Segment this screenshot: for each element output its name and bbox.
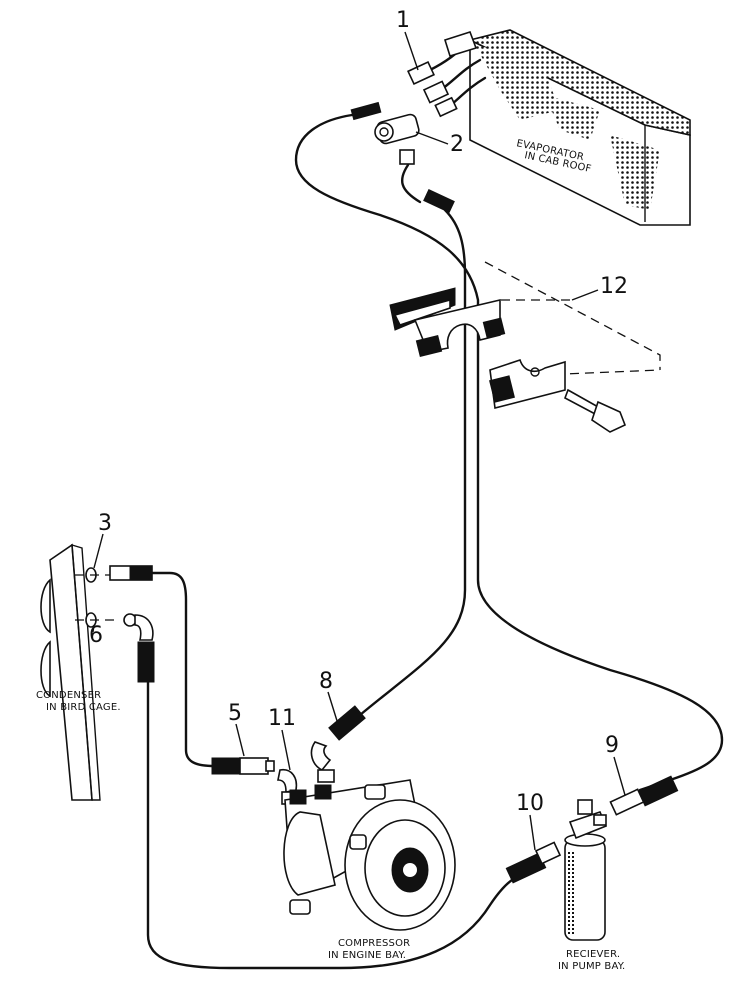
callout-1: 1 bbox=[396, 8, 410, 33]
condenser-caption-line1: CONDENSER bbox=[36, 690, 101, 701]
callout-2: 2 bbox=[450, 132, 464, 157]
hose-condenser-to-compressor bbox=[148, 571, 217, 768]
callout-5: 5 bbox=[228, 701, 242, 726]
fitting-5 bbox=[211, 757, 275, 775]
compressor-caption-line1: COMPRESSOR bbox=[338, 938, 410, 949]
callout-3: 3 bbox=[98, 511, 112, 536]
callout-12: 12 bbox=[600, 274, 628, 299]
hose-evaporator-to-receiver bbox=[294, 113, 724, 792]
callout-8: 8 bbox=[319, 669, 333, 694]
compressor: COMPRESSOR IN ENGINE BAY. bbox=[283, 779, 456, 961]
compressor-caption-line2: IN ENGINE BAY. bbox=[328, 950, 406, 961]
receiver-caption-line2: IN PUMP BAY. bbox=[558, 961, 625, 972]
evaporator-fittings bbox=[407, 31, 487, 118]
callout-9: 9 bbox=[605, 733, 619, 758]
callout-11: 11 bbox=[268, 706, 296, 731]
compressor-fittings bbox=[277, 705, 366, 805]
fitting-9 bbox=[609, 775, 679, 816]
condenser-caption-line2: IN BIRD CAGE. bbox=[46, 702, 121, 713]
hose-clamp bbox=[389, 261, 661, 433]
hose-evaporator-to-compressor bbox=[358, 208, 467, 717]
callout-10: 10 bbox=[516, 791, 544, 816]
callout-6: 6 bbox=[89, 623, 103, 648]
fitting-10 bbox=[505, 841, 562, 884]
expansion-valve bbox=[350, 101, 455, 214]
condenser-panel bbox=[49, 543, 93, 801]
hose-condenser-to-receiver bbox=[146, 678, 514, 970]
callouts: 1 2 3 5 6 8 9 10 11 12 bbox=[89, 8, 628, 851]
hoses bbox=[146, 113, 724, 970]
receiver: RECIEVER. IN PUMP BAY. bbox=[558, 799, 625, 972]
condenser: CONDENSER IN BIRD CAGE. bbox=[36, 543, 155, 801]
receiver-caption-line1: RECIEVER. bbox=[566, 949, 620, 960]
evaporator: EVAPORATOR IN CAB ROOF bbox=[350, 29, 691, 226]
